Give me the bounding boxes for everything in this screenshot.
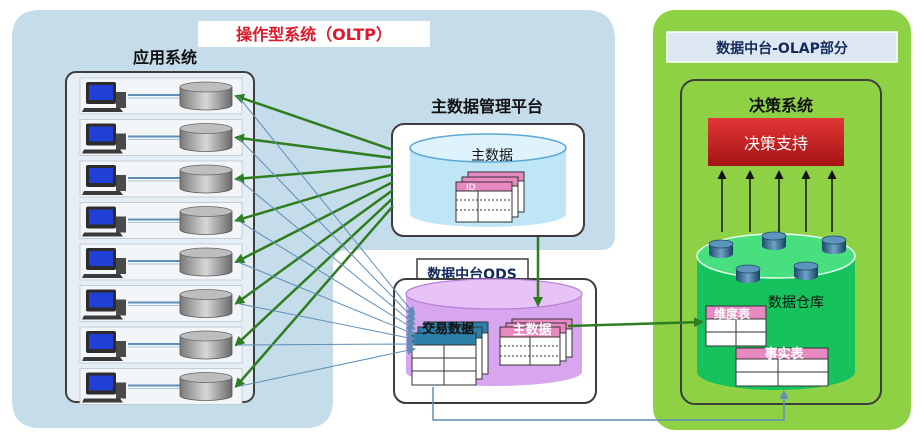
decision-system-title: 决策系统 xyxy=(749,96,813,115)
warehouse-databases xyxy=(708,231,847,283)
app-row xyxy=(79,285,243,322)
ods-to-warehouse-arrow xyxy=(567,317,704,328)
app-to-ods-line xyxy=(237,261,416,336)
mdm-sync-arrow xyxy=(234,172,394,224)
mdm-cylinder: 主数据 xyxy=(409,133,567,227)
dimension-label: 维度表 xyxy=(714,306,751,321)
decision-support-box xyxy=(708,118,844,166)
mdm-sync-arrow xyxy=(234,188,394,305)
olap-title: 数据中台-OLAP部分 xyxy=(716,40,848,57)
connectors xyxy=(234,93,416,389)
computer-icon xyxy=(82,289,126,320)
database-icon xyxy=(735,264,761,283)
computer-icon xyxy=(82,331,126,361)
database-icon xyxy=(179,81,233,111)
database-icon xyxy=(179,123,233,152)
app-to-ods-line xyxy=(237,95,416,316)
oltp-title-box xyxy=(198,21,430,47)
decision-support-label: 决策支持 xyxy=(744,134,808,153)
database-icon xyxy=(179,206,233,235)
computer-icon xyxy=(82,372,126,403)
app-to-ods-line xyxy=(237,339,416,349)
warehouse-label: 数据仓库 xyxy=(768,295,824,311)
ods-to-fact-line xyxy=(432,387,789,421)
database-icon xyxy=(761,231,787,250)
computer-icon xyxy=(82,248,126,278)
mdm-sync-arrow xyxy=(234,133,394,160)
computer-icon xyxy=(82,165,126,195)
trade-data-table: 交易数据 xyxy=(411,321,489,386)
database-icon xyxy=(179,372,233,401)
app-list xyxy=(79,77,243,405)
computer-icon xyxy=(82,82,126,112)
ods-master-label: 主数据 xyxy=(512,322,551,338)
database-icon xyxy=(179,247,233,277)
database-icon xyxy=(179,330,233,360)
database-icon xyxy=(793,261,819,280)
olap-title-box xyxy=(666,31,898,63)
mdm-title: 主数据管理平台 xyxy=(431,97,543,116)
app-to-ods-line xyxy=(237,346,416,387)
mdm-sync-arrow xyxy=(234,197,394,347)
computer-icon xyxy=(82,123,126,154)
oltp-title: 操作型系统（OLTP） xyxy=(236,25,392,44)
mdm-cylinder-label: 主数据 xyxy=(471,148,513,164)
app-row xyxy=(79,326,243,364)
database-icon xyxy=(708,239,734,258)
app-row xyxy=(79,77,243,115)
mdm-sync-arrow xyxy=(234,180,394,264)
app-row xyxy=(79,243,243,281)
app-row xyxy=(79,119,243,156)
mdm-sync-arrow xyxy=(234,93,394,152)
decision-system-panel xyxy=(680,79,882,405)
database-icon xyxy=(179,289,233,318)
app-row xyxy=(79,202,243,239)
app-row xyxy=(79,160,243,198)
mdm-table-header: ID xyxy=(466,183,476,193)
trade-data-label: 交易数据 xyxy=(422,321,474,337)
mdm-table-stack: ID xyxy=(455,171,525,223)
app-to-ods-line xyxy=(237,137,416,321)
fact-label: 事实表 xyxy=(764,346,804,362)
app-to-ods-line xyxy=(237,303,416,343)
app-row xyxy=(79,368,243,405)
database-icon xyxy=(179,164,233,194)
mdm-sync-arrow xyxy=(234,164,394,184)
fact-table: 事实表 xyxy=(735,346,829,387)
mdm-sync-arrow xyxy=(234,205,394,389)
apps-title: 应用系统 xyxy=(133,48,197,67)
ods-master-table: 主数据 xyxy=(499,318,573,366)
app-to-ods-line xyxy=(237,178,416,326)
computer-icon xyxy=(82,206,126,237)
dimension-table: 维度表 xyxy=(705,305,767,347)
decision-arrows xyxy=(717,170,837,232)
database-icon xyxy=(821,235,847,254)
app-to-ods-line xyxy=(237,220,416,331)
